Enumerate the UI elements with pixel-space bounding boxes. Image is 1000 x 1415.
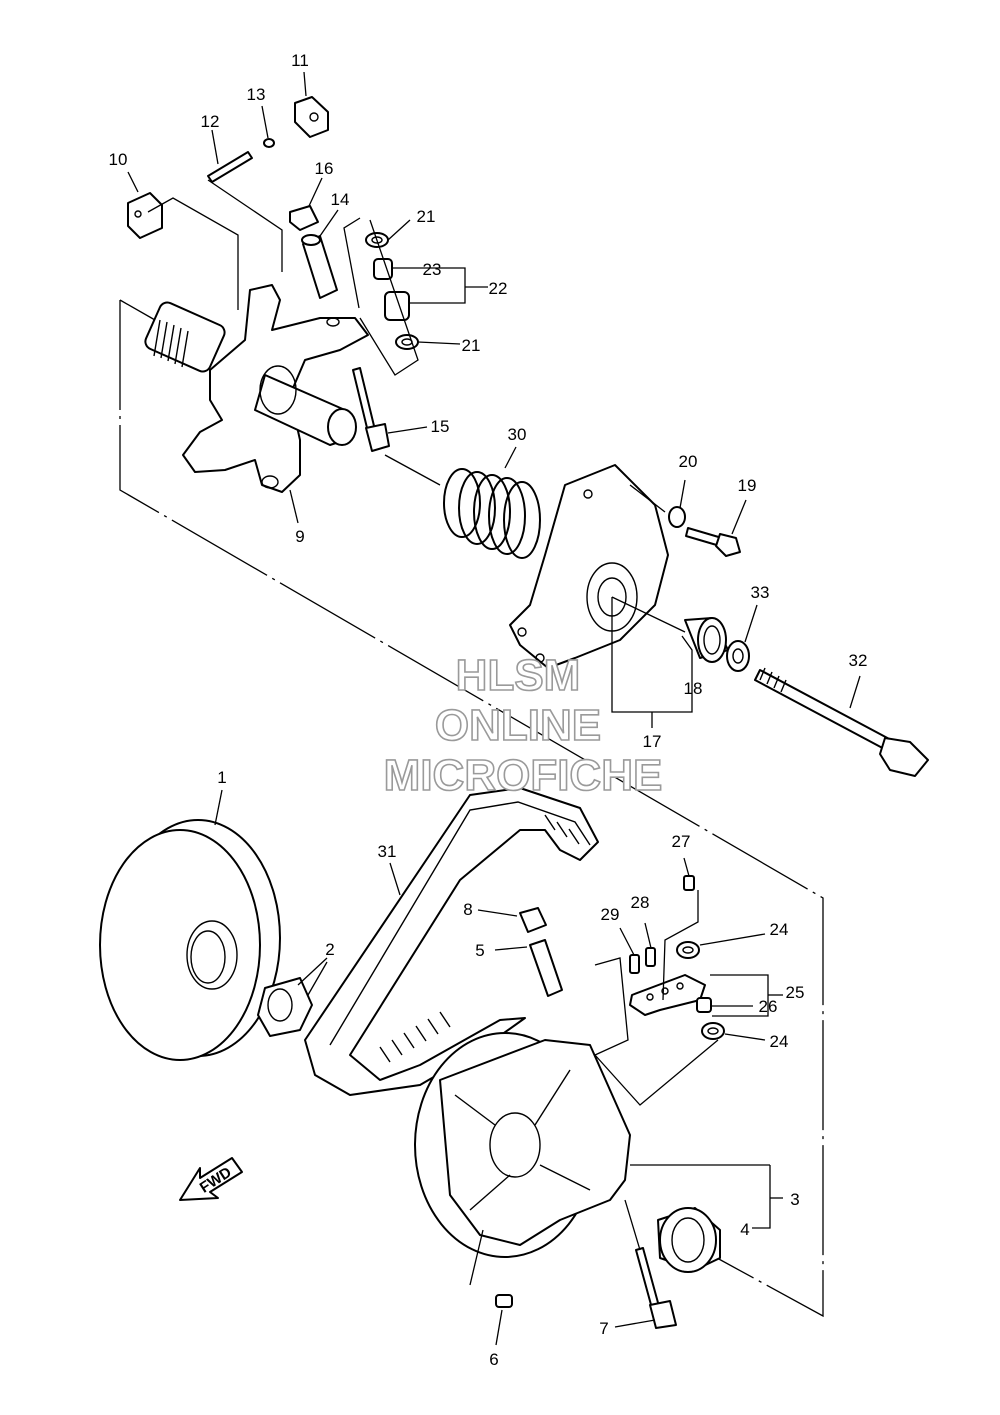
callout-13: 13 [247,85,266,104]
watermark-line-1: HLSM [456,651,581,700]
callout-11: 11 [291,51,309,70]
callout-8: 8 [463,900,472,919]
callout-14: 14 [331,190,350,209]
screw-part-28[interactable] [645,947,656,967]
leader-lines-top [127,71,488,524]
callout-24b: 24 [770,1032,789,1051]
collar-part-5[interactable] [494,939,563,997]
bolt-part-15[interactable] [352,367,390,452]
washer-part-21b[interactable] [395,334,419,350]
callout-15: 15 [431,417,450,436]
washer-part-24b[interactable] [701,1022,725,1040]
callout-30: 30 [508,425,527,444]
washer-part-20[interactable] [668,506,686,528]
callout-12: 12 [201,112,220,131]
phantom-lines [119,299,824,1318]
callout-10: 10 [109,150,128,169]
callout-1: 1 [217,768,226,787]
callout-23: 23 [423,260,442,279]
callout-9: 9 [295,527,304,546]
callout-21a: 21 [417,207,436,226]
sheave-housing-part-3[interactable] [414,1032,783,1258]
bushing-part-18[interactable] [684,617,729,663]
slider-part-11[interactable] [294,96,329,138]
watermark: HLSM ONLINE MICROFICHE [383,650,663,801]
callout-31: 31 [378,842,397,861]
callout-18: 18 [684,679,703,698]
watermark-line-3: MICROFICHE [384,751,663,800]
screw-part-29[interactable] [629,954,640,974]
callout-4: 4 [740,1220,749,1239]
collar-part-2[interactable] [257,957,328,1037]
washer-part-33[interactable] [726,640,750,672]
callout-6: 6 [489,1350,498,1369]
callout-20: 20 [679,452,698,471]
bushing-part-22[interactable] [384,291,410,321]
spring-part-30[interactable] [384,446,541,559]
callout-labels: 1 2 3 4 5 6 7 8 9 10 11 12 13 14 15 16 1… [109,51,868,1369]
watermark-line-2: ONLINE [435,701,601,750]
washer-part-24a[interactable] [676,941,700,959]
drive-belt-part-31[interactable] [304,787,599,1096]
nut-part-16[interactable] [289,205,319,231]
leader-lines-arm [594,857,783,1106]
bolt-part-7[interactable] [614,1199,677,1329]
callout-7: 7 [599,1319,608,1338]
sliding-sheave-part-9[interactable] [143,284,369,493]
forward-direction-arrow: FWD [179,1157,243,1201]
callout-3: 3 [790,1190,799,1209]
callout-16: 16 [315,159,334,178]
bolt-part-19[interactable] [685,527,741,557]
bolt-part-32[interactable] [754,667,929,777]
callout-19: 19 [738,476,757,495]
cap-part-6[interactable] [469,1229,513,1346]
callout-21b: 21 [462,336,481,355]
washer-part-13[interactable] [263,138,275,148]
callout-33: 33 [751,583,770,602]
fixed-sheave-part-1[interactable] [99,789,281,1061]
callout-22: 22 [489,279,508,298]
arm-part-25[interactable] [629,974,706,1016]
bearing-part-4[interactable] [657,1207,721,1273]
leader-lines-cam [611,479,861,728]
callout-29: 29 [601,905,620,924]
callout-32: 32 [849,651,868,670]
callout-28: 28 [631,893,650,912]
callout-24a: 24 [770,920,789,939]
callout-25: 25 [786,983,805,1002]
pin-part-12[interactable] [207,151,253,183]
callout-17: 17 [643,732,662,751]
callout-26: 26 [759,997,778,1016]
cam-slider-part-10[interactable] [127,192,163,239]
screw-part-27[interactable] [683,875,695,891]
callout-27: 27 [672,832,691,851]
nut-part-8[interactable] [477,907,547,933]
callout-2: 2 [325,940,334,959]
bushing-part-26[interactable] [696,997,712,1013]
callout-5: 5 [475,941,484,960]
collar-part-14[interactable] [301,234,338,299]
